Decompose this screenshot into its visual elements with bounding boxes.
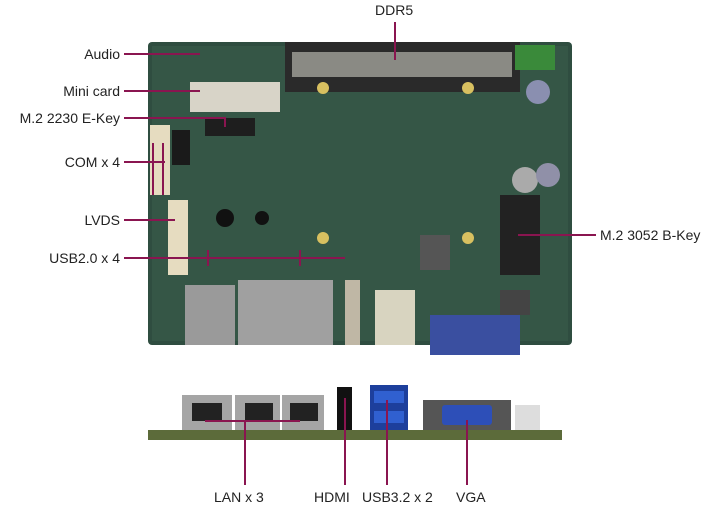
mini-card-slot	[190, 82, 280, 112]
label-vga: VGA	[456, 489, 486, 505]
label-usb3: USB3.2 x 2	[362, 489, 433, 505]
label-usb2: USB2.0 x 4	[49, 250, 120, 266]
leader-lines	[124, 22, 596, 485]
label-mini-card: Mini card	[63, 83, 120, 99]
lvds-connector	[168, 200, 188, 275]
label-com: COM x 4	[64, 154, 120, 170]
vga-port	[430, 315, 520, 355]
label-lan: LAN x 3	[214, 489, 264, 505]
label-hdmi: HDMI	[314, 489, 350, 505]
board-top-view	[148, 42, 572, 355]
label-lvds: LVDS	[84, 212, 120, 228]
label-m2-e-key: M.2 2230 E-Key	[19, 110, 120, 126]
label-ddr5: DDR5	[375, 2, 414, 18]
board-side-view	[148, 385, 562, 440]
label-audio: Audio	[84, 46, 120, 62]
label-m2-b-key: M.2 3052 B-Key	[600, 227, 701, 243]
m2-e-key-slot	[205, 118, 255, 136]
